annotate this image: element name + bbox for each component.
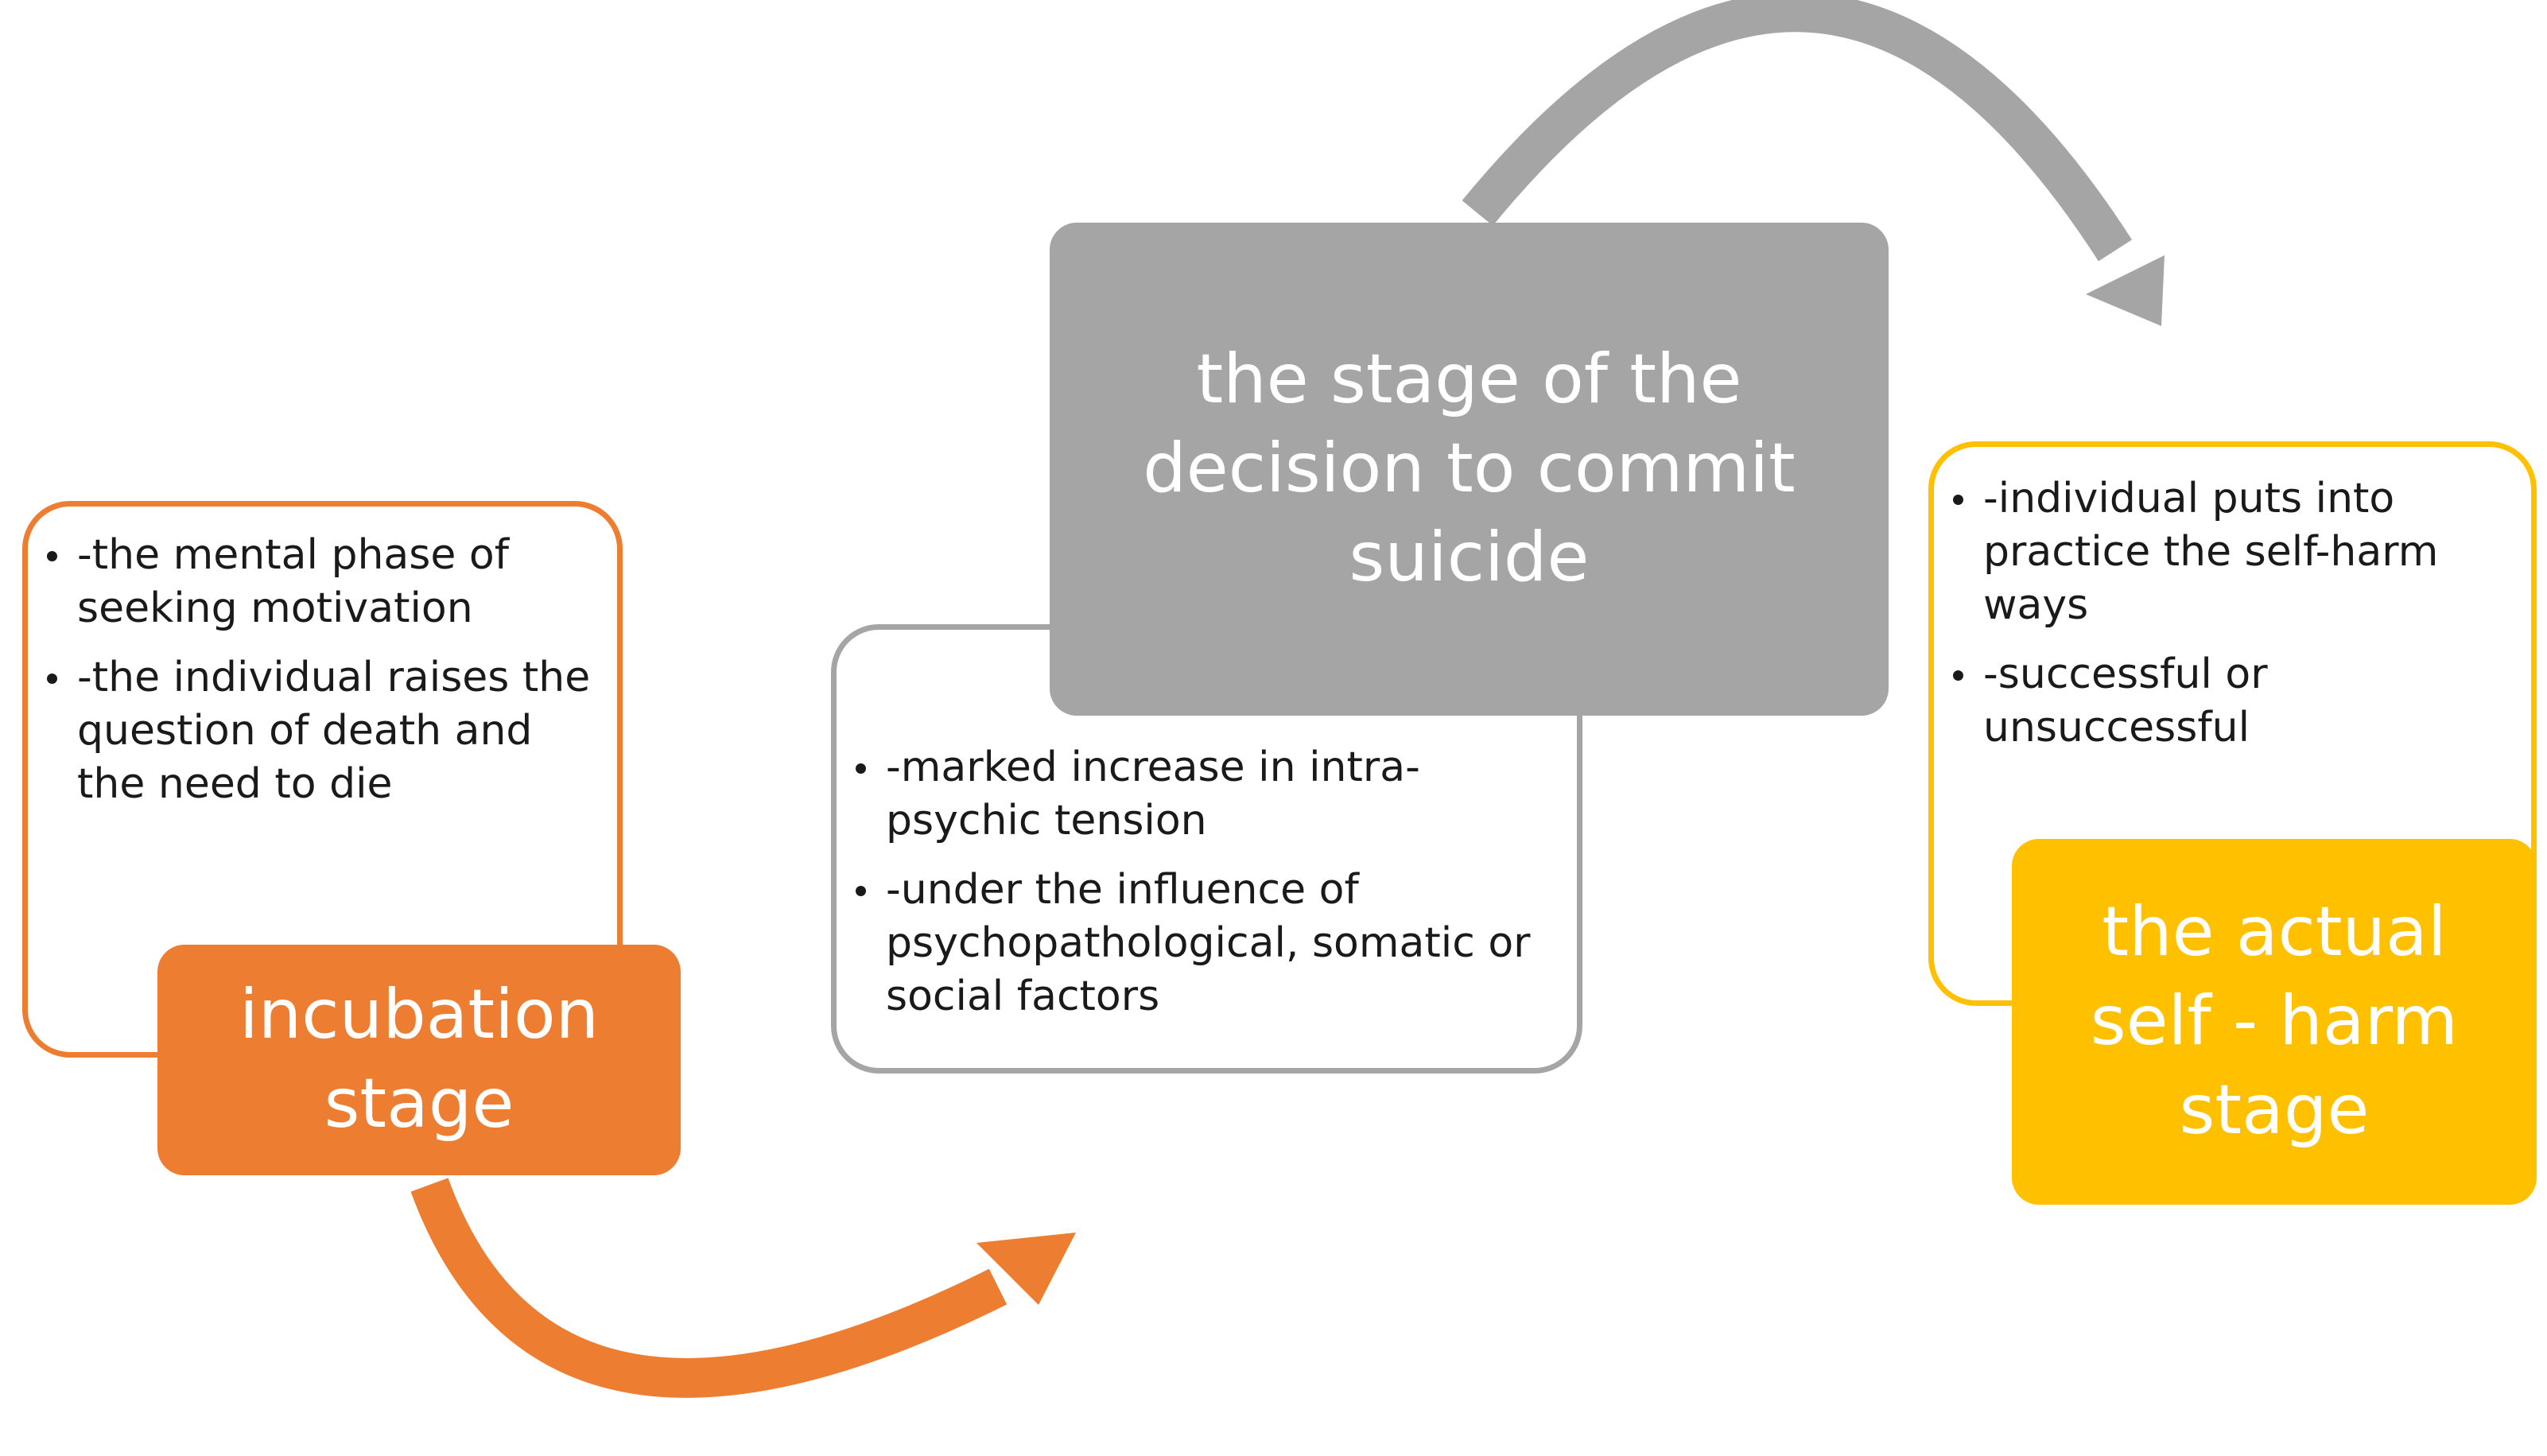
incubation-bullet-1: -the mental phase of seeking motivation <box>47 529 601 635</box>
incubation-stage-title: incubation stage <box>239 975 600 1143</box>
self-harm-stage-title-box: the actual self - harm stage <box>2012 839 2537 1205</box>
decision-to-self-harm-arrow <box>1462 0 2133 262</box>
incubation-to-decision-arrowhead <box>976 1233 1076 1305</box>
self-harm-stage-title: the actual self - harm stage <box>2090 892 2459 1150</box>
decision-bullet-list: -marked increase in intra-psychic tensio… <box>837 741 1553 1023</box>
incubation-to-decision-arrow <box>410 1178 1008 1398</box>
self-harm-bullet-list: -individual puts into practice the self-… <box>1934 472 2523 755</box>
incubation-bullet-2: -the individual raises the question of d… <box>47 651 601 811</box>
self-harm-bullet-2: -successful or unsuccessful <box>1953 648 2523 755</box>
decision-stage-title-box: the stage of the decision to commit suic… <box>1050 223 1889 716</box>
self-harm-bullet-1: -individual puts into practice the self-… <box>1953 472 2523 632</box>
incubation-details-box: -the mental phase of seeking motivation … <box>22 501 623 1058</box>
incubation-bullet-list: -the mental phase of seeking motivation … <box>28 529 601 811</box>
decision-to-self-harm-arrowhead <box>2086 255 2165 326</box>
decision-bullet-2: -under the influence of psychopathologic… <box>856 864 1553 1023</box>
incubation-stage-title-box: incubation stage <box>157 945 681 1175</box>
decision-bullet-1: -marked increase in intra-psychic tensio… <box>856 741 1553 848</box>
decision-stage-title: the stage of the decision to commit suic… <box>1143 340 1796 597</box>
